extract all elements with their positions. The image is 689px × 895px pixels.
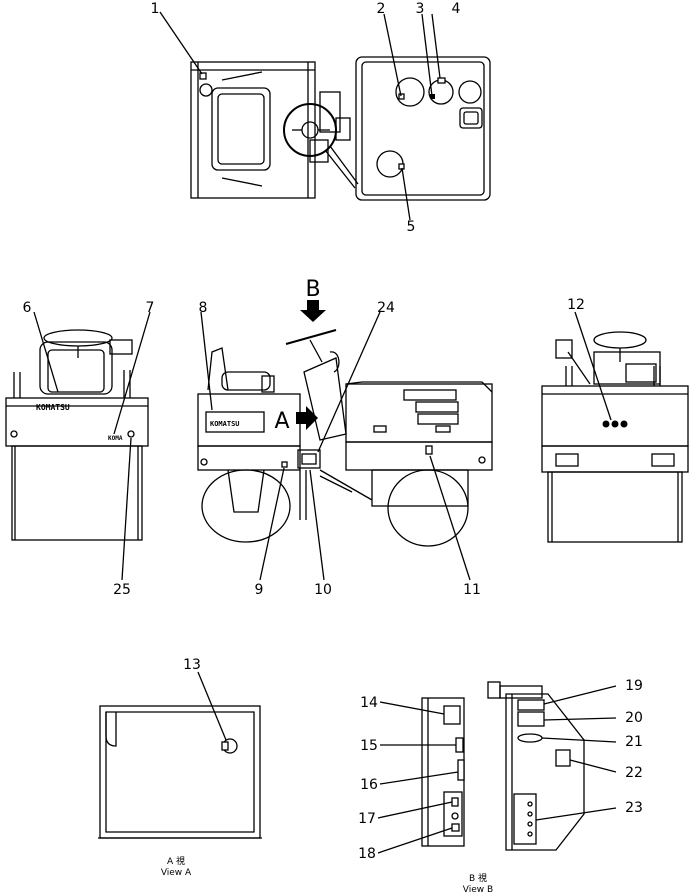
decal-19-marker	[517, 699, 545, 711]
decal-13-marker	[221, 741, 229, 751]
callout-12: 12	[567, 297, 585, 313]
callout-18: 18	[358, 846, 376, 862]
view-a-caption: View A	[161, 868, 192, 878]
callout-5: 5	[407, 219, 416, 235]
top-view	[190, 56, 491, 201]
decal-14-marker	[443, 705, 461, 725]
rear-drum	[201, 469, 291, 543]
callout-15: 15	[360, 738, 378, 754]
callout-9: 9	[255, 582, 264, 598]
view-a-panel	[99, 705, 261, 839]
engine-hood-top	[355, 56, 491, 201]
callout-2: 2	[377, 1, 386, 17]
callout-3: 3	[416, 1, 425, 17]
decal-25-marker	[127, 430, 135, 438]
callout-14: 14	[360, 695, 378, 711]
decal-12-marker	[602, 420, 610, 428]
callout-6: 6	[23, 300, 32, 316]
callout-20: 20	[625, 710, 643, 726]
view-a-letter: A	[274, 409, 289, 434]
callout-4: 4	[452, 1, 461, 17]
callout-1: 1	[151, 1, 160, 17]
decal-2-marker	[398, 93, 405, 100]
rear-komatsu-decal: KOMATSU	[36, 403, 70, 412]
callout-13: 13	[183, 657, 201, 673]
view-b-detail	[421, 681, 585, 851]
rear-view: KOMATSU KOMA	[5, 329, 149, 541]
side-komatsu-decal: KOMATSU	[210, 420, 240, 428]
rear-frame	[190, 61, 316, 199]
view-b-right-panel	[505, 693, 585, 851]
view-b-letter: B	[305, 277, 320, 302]
callout-21: 21	[625, 734, 643, 750]
front-view	[541, 331, 689, 543]
decal-11-marker	[425, 445, 433, 455]
rear-side-plate: KOMA	[108, 435, 123, 442]
callout-17: 17	[358, 811, 376, 827]
decal-3-marker	[430, 94, 435, 99]
decal-22-marker	[555, 749, 571, 767]
view-a-caption-kanji: A 視	[167, 855, 185, 867]
callout-7: 7	[146, 300, 155, 316]
view-a-arrow: A	[274, 406, 318, 434]
rear-body	[5, 397, 149, 447]
callout-24: 24	[377, 300, 395, 316]
view-b-arrow: B	[300, 277, 326, 322]
view-a-detail	[98, 705, 262, 839]
side-view: KOMATSU	[197, 329, 493, 547]
view-b-caption-kanji: B 視	[469, 872, 487, 884]
decal-18-marker	[451, 823, 460, 832]
decal-23-marker	[513, 793, 537, 845]
view-b-caption: View B	[463, 885, 493, 895]
callout-23: 23	[625, 800, 643, 816]
engine-body-side	[345, 383, 493, 443]
decal-17-marker	[451, 797, 459, 807]
decal-15-marker	[455, 737, 464, 753]
front-body	[541, 385, 689, 447]
decal-1-marker	[199, 72, 207, 80]
callout-10: 10	[314, 582, 332, 598]
seat-top	[211, 87, 271, 171]
callout-16: 16	[360, 777, 378, 793]
callout-11: 11	[463, 582, 481, 598]
decal-20-marker	[517, 711, 545, 727]
decal-16-marker	[457, 759, 465, 781]
callout-8: 8	[199, 300, 208, 316]
callout-22: 22	[625, 765, 643, 781]
decal-9-marker	[281, 461, 288, 468]
callout-25: 25	[113, 582, 131, 598]
decal-21-marker	[517, 733, 543, 743]
step-box	[297, 449, 321, 469]
callout-19: 19	[625, 678, 643, 694]
decal-4-marker	[437, 77, 446, 84]
